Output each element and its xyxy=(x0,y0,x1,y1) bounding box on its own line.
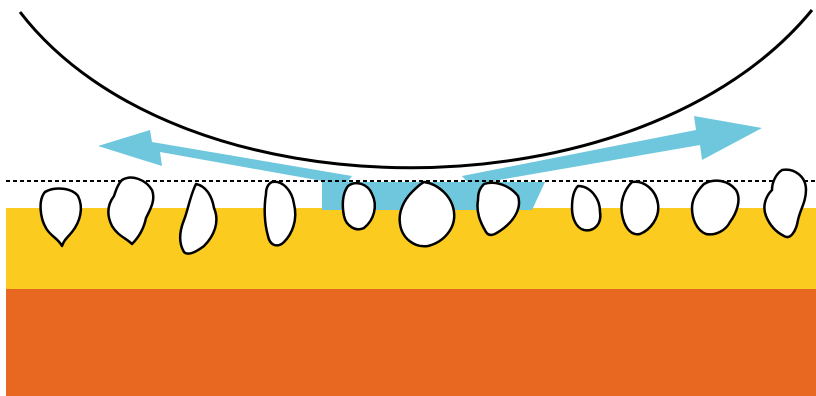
particle xyxy=(343,183,375,229)
bottom-layer xyxy=(6,289,816,396)
